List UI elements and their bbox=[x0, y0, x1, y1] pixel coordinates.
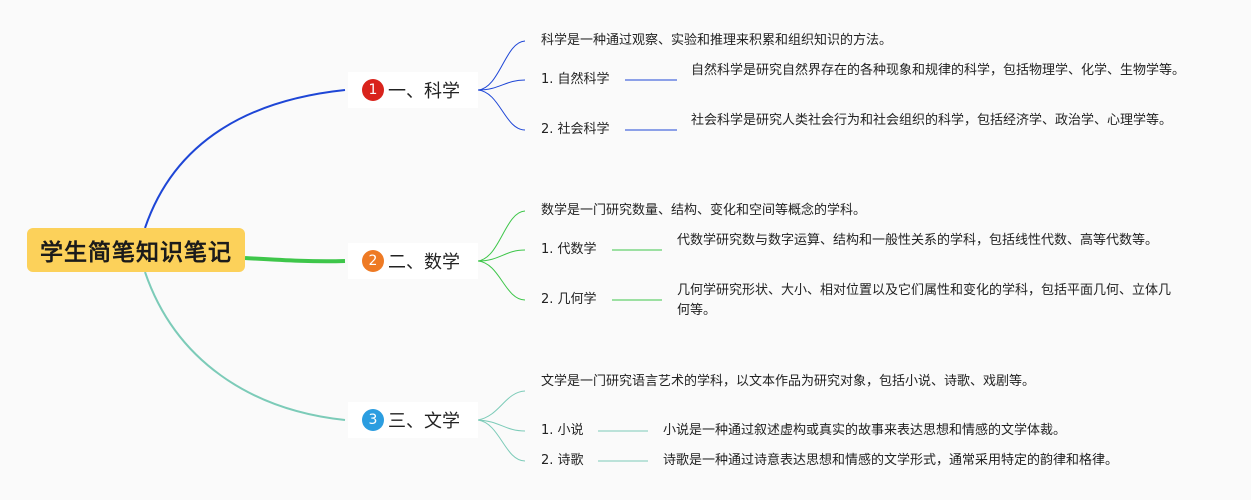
sub-item-detail: 几何学研究形状、大小、相对位置以及它们属性和变化的学科，包括平面几何、立体几何等… bbox=[677, 283, 1172, 318]
sub-item-label[interactable]: 2. 几何学 bbox=[541, 292, 597, 307]
sub-item-detail: 社会科学是研究人类社会行为和社会组织的科学，包括经济学、政治学、心理学等。 bbox=[691, 113, 1173, 128]
b2-link-summary bbox=[477, 210, 526, 262]
branch-node-science[interactable]: 1 一、科学 bbox=[348, 72, 478, 108]
branch-label: 一、科学 bbox=[388, 81, 460, 102]
b1-link-item2 bbox=[477, 89, 526, 131]
number-badge: 1 bbox=[362, 79, 384, 101]
b2-link-item2 bbox=[477, 260, 526, 301]
root-link-science bbox=[144, 89, 346, 229]
branch-node-literature[interactable]: 3 三、文学 bbox=[348, 402, 478, 438]
sub-item-label[interactable]: 2. 社会科学 bbox=[541, 122, 610, 137]
branch-summary: 科学是一种通过观察、实验和推理来积累和组织知识的方法。 bbox=[541, 33, 893, 48]
branch-node-math[interactable]: 2 二、数学 bbox=[348, 243, 478, 279]
branch-summary: 数学是一门研究数量、结构、变化和空间等概念的学科。 bbox=[541, 203, 867, 218]
b3-link-item1 bbox=[477, 419, 526, 432]
branch-summary: 文学是一门研究语言艺术的学科，以文本作品为研究对象，包括小说、诗歌、戏剧等。 bbox=[541, 374, 1036, 389]
sub-item-detail: 诗歌是一种通过诗意表达思想和情感的文学形式，通常采用特定的韵律和格律。 bbox=[663, 453, 1119, 468]
sub-item-label[interactable]: 1. 自然科学 bbox=[541, 72, 610, 87]
branch-label: 二、数学 bbox=[388, 252, 460, 273]
sub-item-label[interactable]: 2. 诗歌 bbox=[541, 453, 584, 468]
sub-item-label[interactable]: 1. 代数学 bbox=[541, 242, 597, 257]
sub-item-detail: 自然科学是研究自然界存在的各种现象和规律的科学，包括物理学、化学、生物学等。 bbox=[691, 63, 1186, 78]
sub-item-detail: 代数学研究数与数字运算、结构和一般性关系的学科，包括线性代数、高等代数等。 bbox=[677, 233, 1159, 248]
number-badge: 3 bbox=[362, 409, 384, 431]
number-badge: 2 bbox=[362, 250, 384, 272]
b3-link-summary bbox=[477, 390, 526, 421]
root-title: 学生简笔知识笔记 bbox=[40, 240, 232, 266]
sub-item-detail: 小说是一种通过叙述虚构或真实的故事来表达思想和情感的文学体裁。 bbox=[663, 423, 1067, 438]
b2-link-item1 bbox=[477, 249, 526, 262]
root-link-literature bbox=[144, 271, 346, 421]
b1-link-summary bbox=[477, 40, 526, 91]
root-link-math bbox=[244, 256, 346, 264]
branch-label: 三、文学 bbox=[388, 411, 460, 432]
b1-link-item1 bbox=[477, 79, 526, 91]
b3-link-item2 bbox=[477, 419, 526, 462]
root-node[interactable]: 学生简笔知识笔记 bbox=[27, 228, 245, 272]
sub-item-label[interactable]: 1. 小说 bbox=[541, 423, 584, 438]
